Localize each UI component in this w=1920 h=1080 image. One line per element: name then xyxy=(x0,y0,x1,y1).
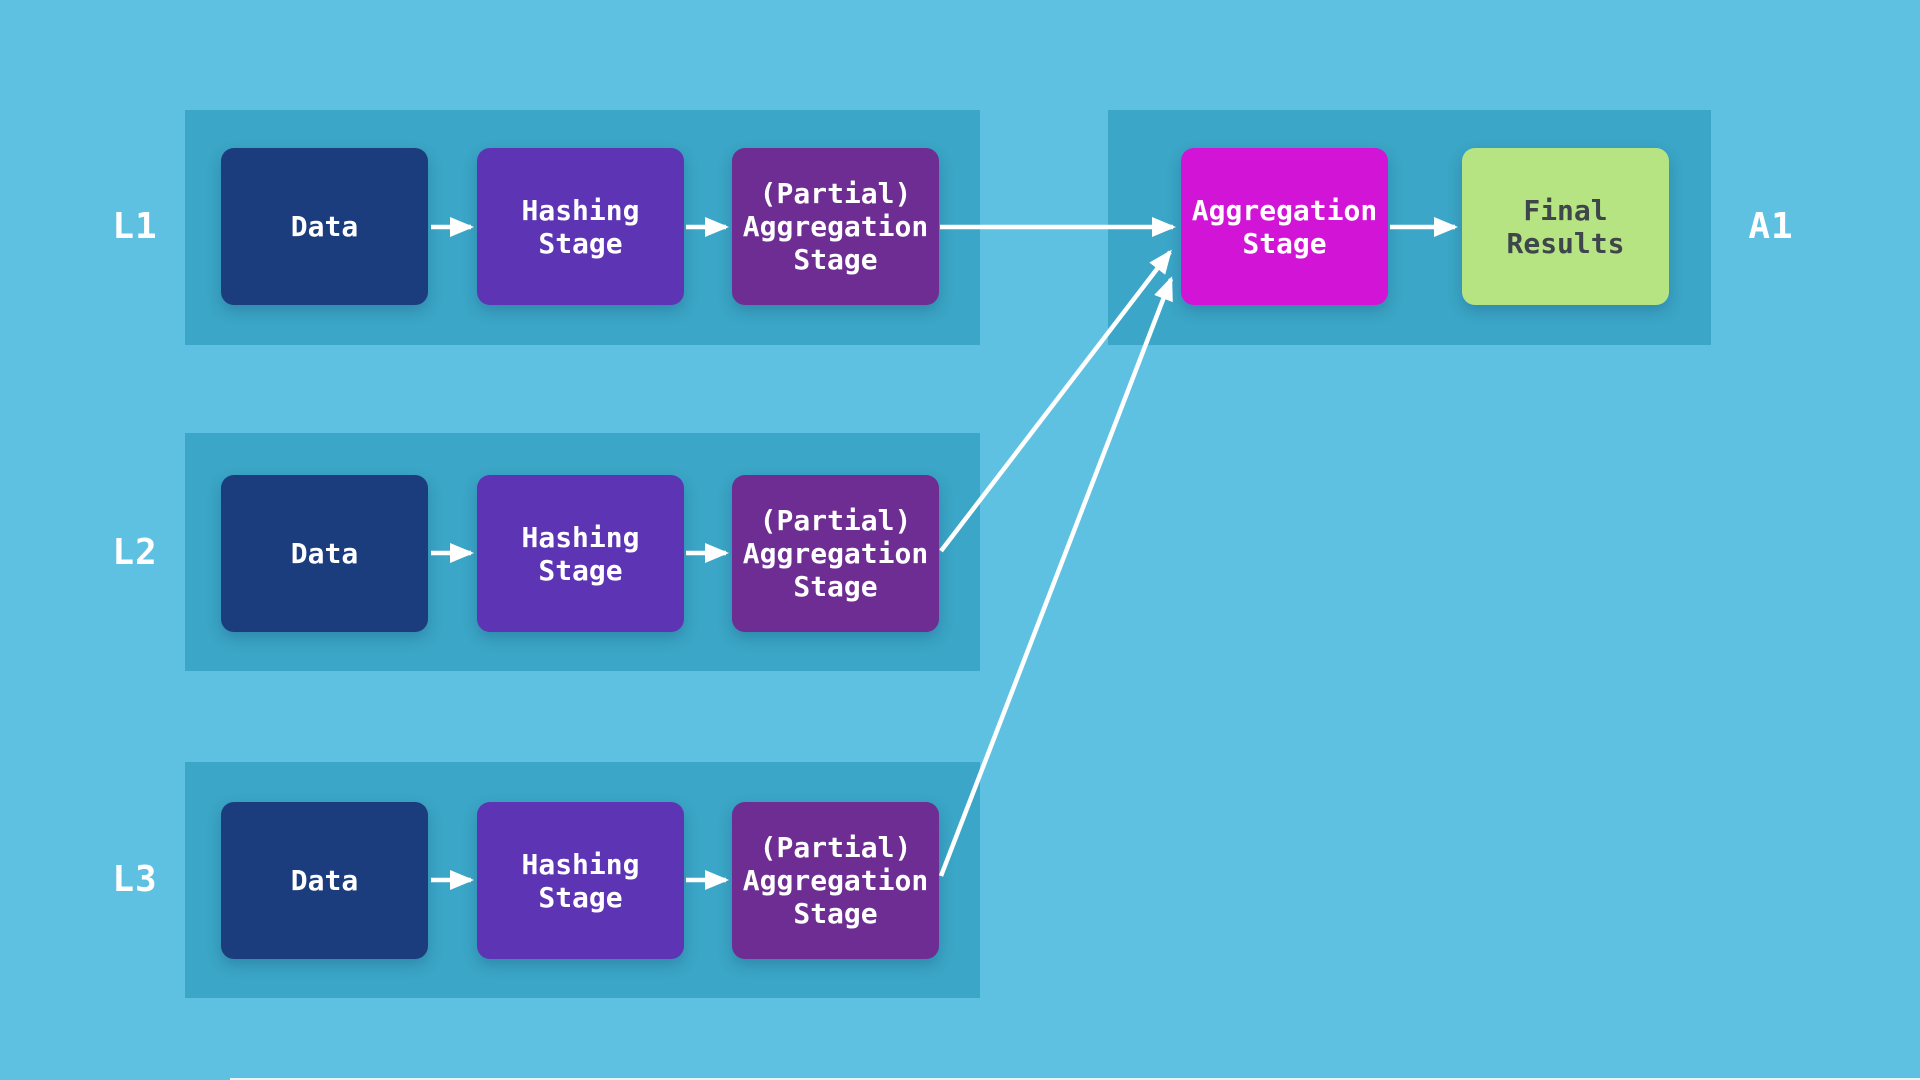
node-l3-partial-aggregation-stage: (Partial) Aggregation Stage xyxy=(732,802,939,959)
node-l2-partial-aggregation-stage: (Partial) Aggregation Stage xyxy=(732,475,939,632)
lane-label-l2: L2 xyxy=(112,532,158,573)
lane-label-a1: A1 xyxy=(1748,206,1794,247)
bottom-edge-highlight xyxy=(230,1078,1920,1080)
lane-label-l1: L1 xyxy=(112,206,158,247)
node-l1-partial-aggregation-stage: (Partial) Aggregation Stage xyxy=(732,148,939,305)
lane-label-l3: L3 xyxy=(112,859,158,900)
node-l3-data: Data xyxy=(221,802,428,959)
node-l1-data: Data xyxy=(221,148,428,305)
node-l3-hashing-stage: Hashing Stage xyxy=(477,802,684,959)
node-a1-final-results: Final Results xyxy=(1462,148,1669,305)
node-a1-aggregation-stage: Aggregation Stage xyxy=(1181,148,1388,305)
node-l2-data: Data xyxy=(221,475,428,632)
node-l1-hashing-stage: Hashing Stage xyxy=(477,148,684,305)
node-l2-hashing-stage: Hashing Stage xyxy=(477,475,684,632)
